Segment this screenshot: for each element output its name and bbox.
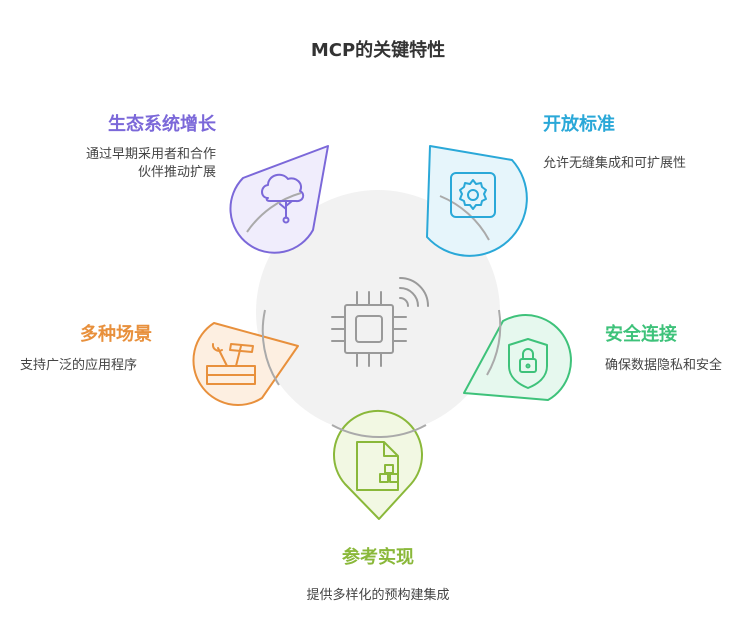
hub-circle — [256, 190, 500, 434]
petal-ecosystem — [229, 145, 329, 254]
feature-title-reference-impl: 参考实现 — [342, 547, 414, 568]
feature-desc-open-standard: 允许无缝集成和可扩展性 — [543, 155, 743, 173]
petal-reference-impl — [331, 409, 427, 520]
feature-desc-reference-impl: 提供多样化的预构建集成 — [258, 587, 498, 605]
chip-wireless-icon — [331, 277, 429, 367]
page-title: MCP的关键特性 — [310, 40, 446, 61]
tree-icon — [261, 173, 305, 224]
shield-lock-icon — [508, 338, 548, 389]
desc-line: 通过早期采用者和合作 — [85, 147, 216, 162]
desc-line: 允许无缝集成和可扩展性 — [543, 156, 687, 171]
feature-desc-secure-connection: 确保数据隐私和安全 — [605, 357, 753, 375]
document-blocks-icon — [356, 441, 399, 491]
feature-title-secure-connection: 安全连接 — [605, 324, 677, 345]
desc-line: 支持广泛的应用程序 — [20, 358, 138, 373]
desc-line: 确保数据隐私和安全 — [605, 358, 723, 373]
petal-secure-connection — [463, 309, 572, 401]
feature-title-ecosystem: 生态系统增长 — [108, 114, 216, 135]
feature-title-scenarios: 多种场景 — [80, 324, 152, 345]
petal-open-standard — [426, 145, 528, 257]
desc-line: 伙伴推动扩展 — [137, 165, 216, 180]
petal-scenarios — [192, 309, 299, 406]
gear-icon — [450, 172, 496, 218]
desc-line: 提供多样化的预构建集成 — [306, 588, 450, 603]
toolbox-icon — [206, 343, 256, 385]
feature-desc-scenarios: 支持广泛的应用程序 — [20, 357, 200, 375]
feature-desc-ecosystem: 通过早期采用者和合作 伙伴推动扩展 — [30, 146, 216, 182]
feature-title-open-standard: 开放标准 — [543, 114, 615, 135]
